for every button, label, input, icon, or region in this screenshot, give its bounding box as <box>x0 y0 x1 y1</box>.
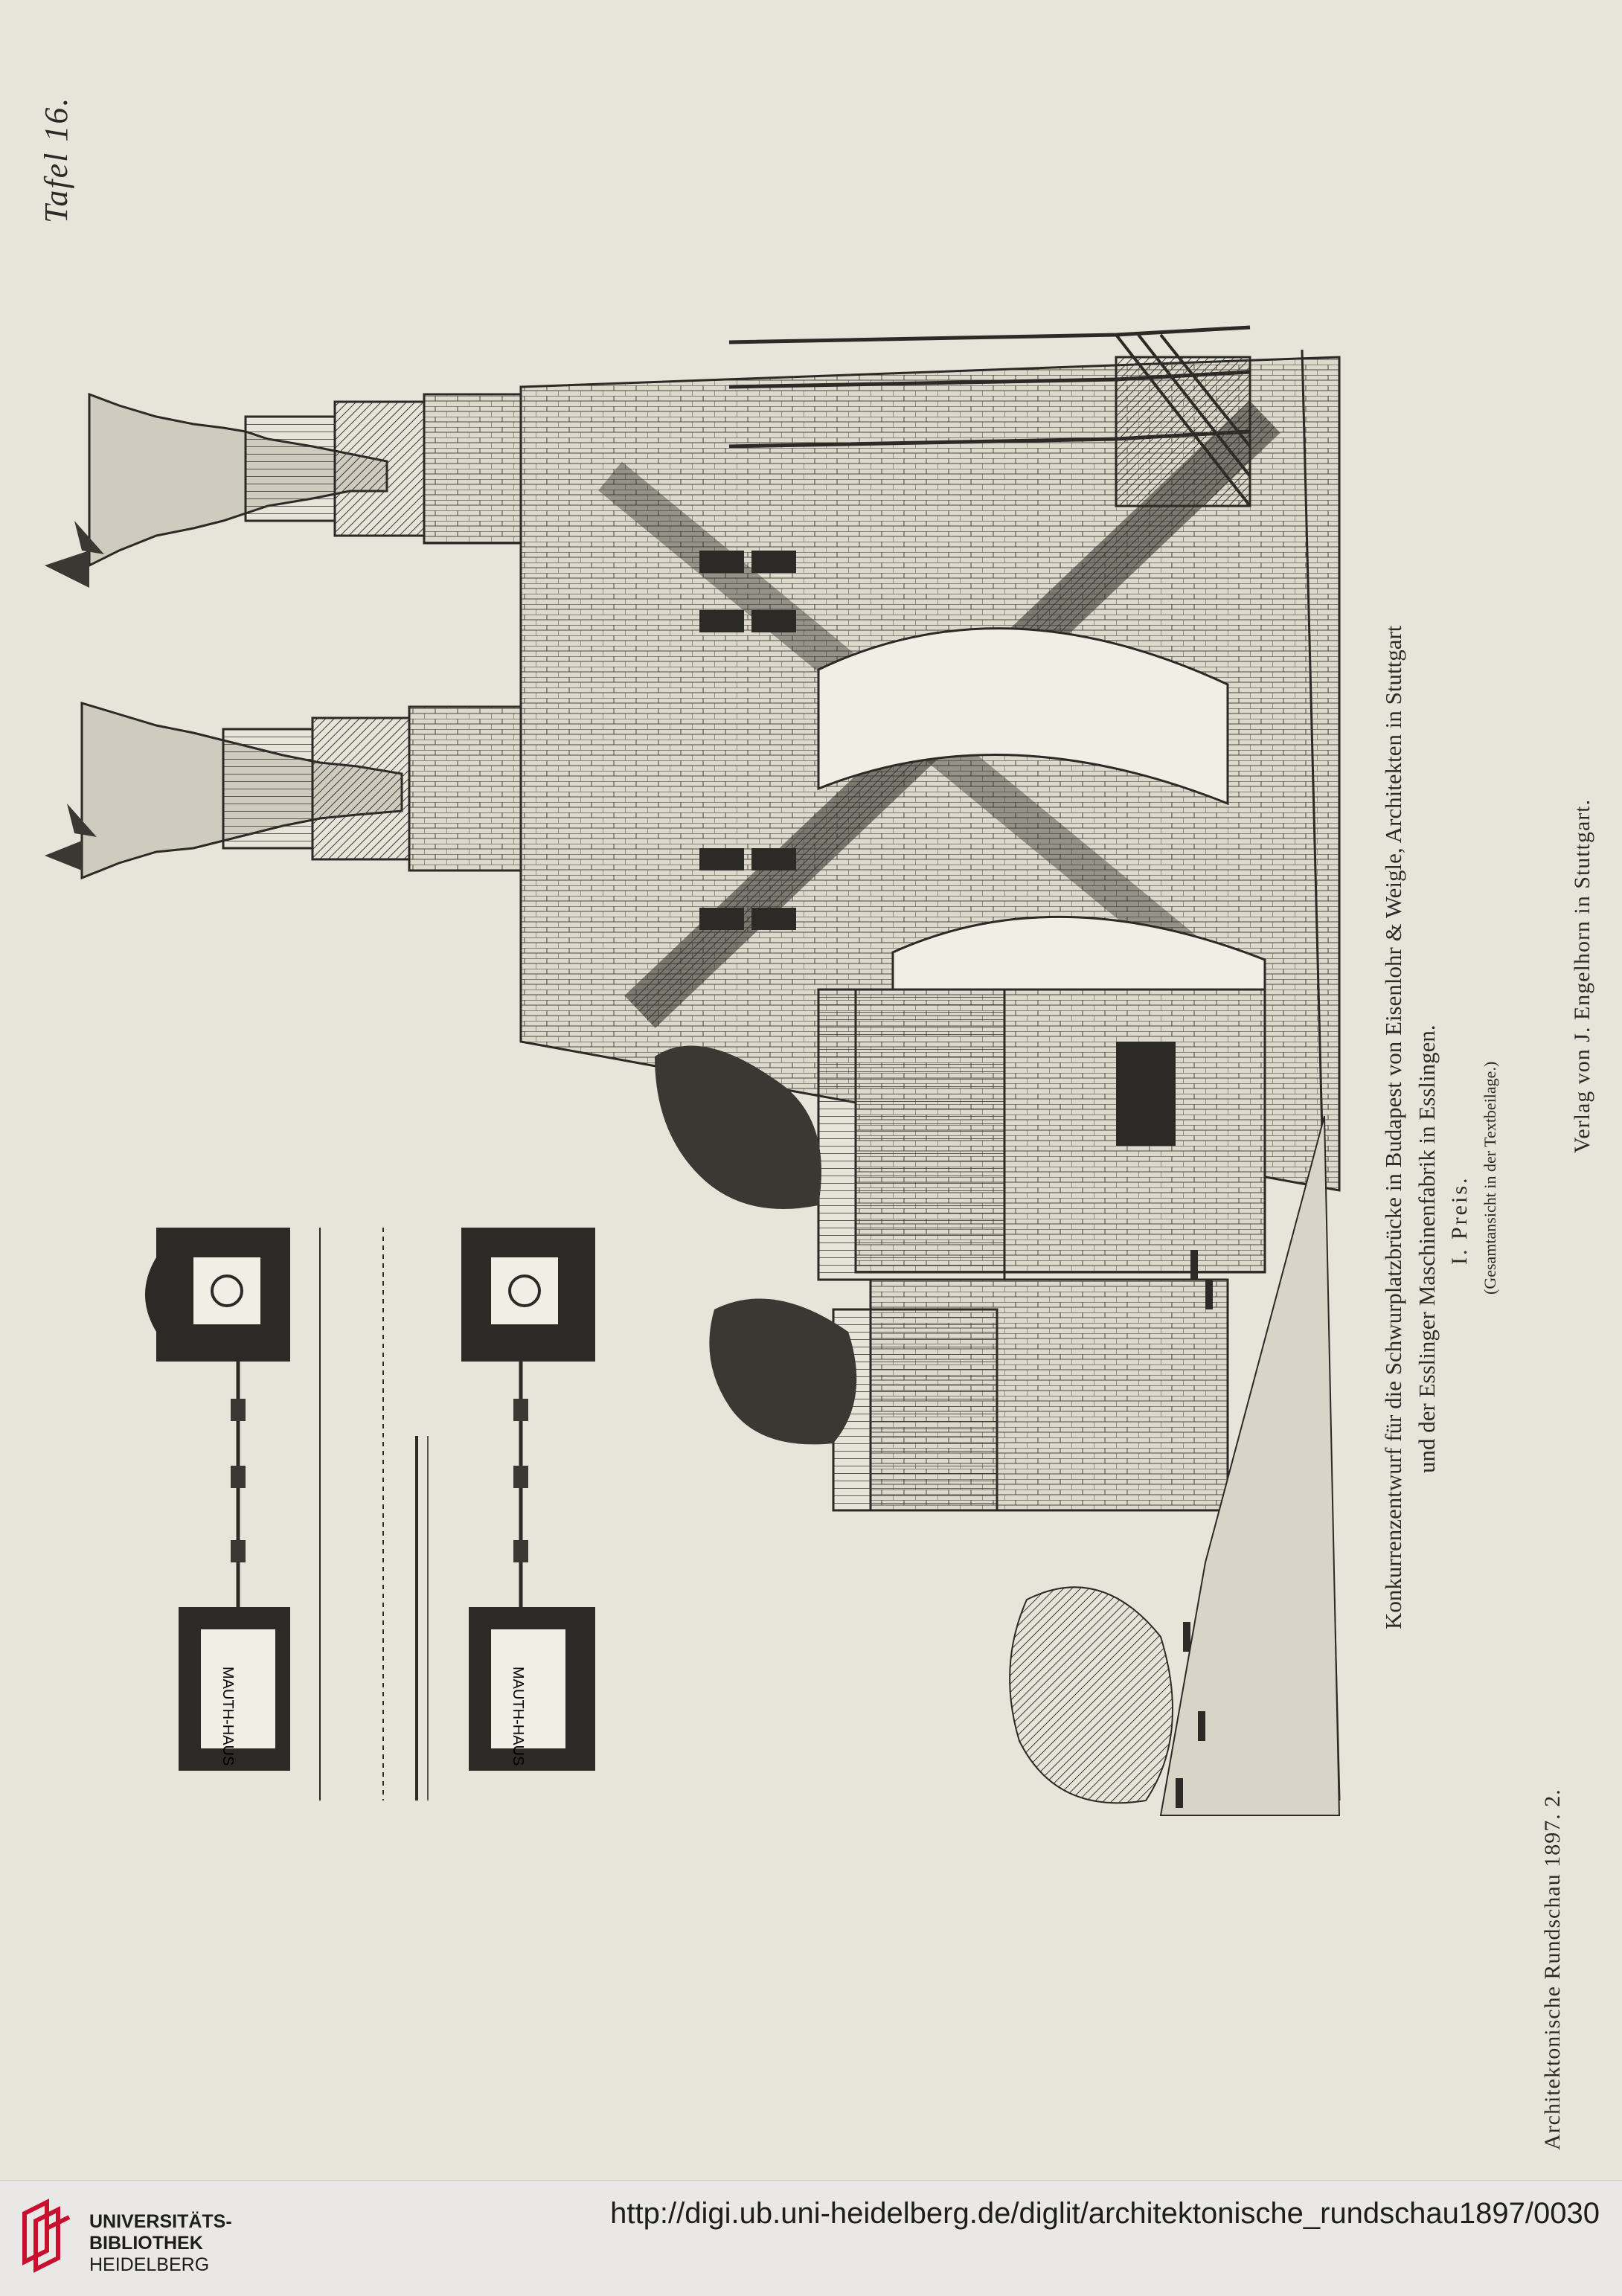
caption-prize: I. Preis. <box>1447 1176 1472 1266</box>
caption-note: (Gesamtansicht in der Textbeilage.) <box>1481 1061 1499 1295</box>
library-logo-text: UNIVERSITÄTS- BIBLIOTHEK HEIDELBERG <box>89 2211 232 2276</box>
bridge-truss <box>728 325 1341 1801</box>
library-logo-icon <box>22 2199 71 2273</box>
tollhouse-label-top: MAUTH-HAUS <box>219 1667 236 1766</box>
plate-number: Tafel 16. <box>38 96 74 223</box>
source-url-link[interactable]: http://digi.ub.uni-heidelberg.de/diglit/… <box>610 2197 1600 2230</box>
library-footer <box>0 2180 1622 2296</box>
quay-foreground <box>1009 1115 1341 1816</box>
near-tower <box>45 701 522 880</box>
bridge-illustration: MAUTH-HAUS MAUTH-HAUS <box>45 325 1341 1816</box>
logo-line-1: UNIVERSITÄTS- <box>89 2211 232 2232</box>
caption-line-1: Konkurrenzentwurf für die Schwurplatzbrü… <box>1380 625 1406 1629</box>
logo-line-2: BIBLIOTHEK <box>89 2233 203 2254</box>
logo-line-3: HEIDELBERG <box>89 2254 210 2275</box>
tollhouse-label-bottom: MAUTH-HAUS <box>510 1667 526 1766</box>
publisher-imprint: Verlag von J. Engelhorn in Stuttgart. <box>1570 798 1594 1153</box>
journal-reference: Architektonische Rundschau 1897. 2. <box>1540 1789 1565 2150</box>
far-tower <box>45 392 522 588</box>
caption-line-2: und der Esslinger Maschinenfabrik in Ess… <box>1414 1024 1440 1473</box>
ground-plans: MAUTH-HAUS MAUTH-HAUS <box>145 1228 595 1800</box>
bridgehead-pavilions <box>655 988 1266 1512</box>
